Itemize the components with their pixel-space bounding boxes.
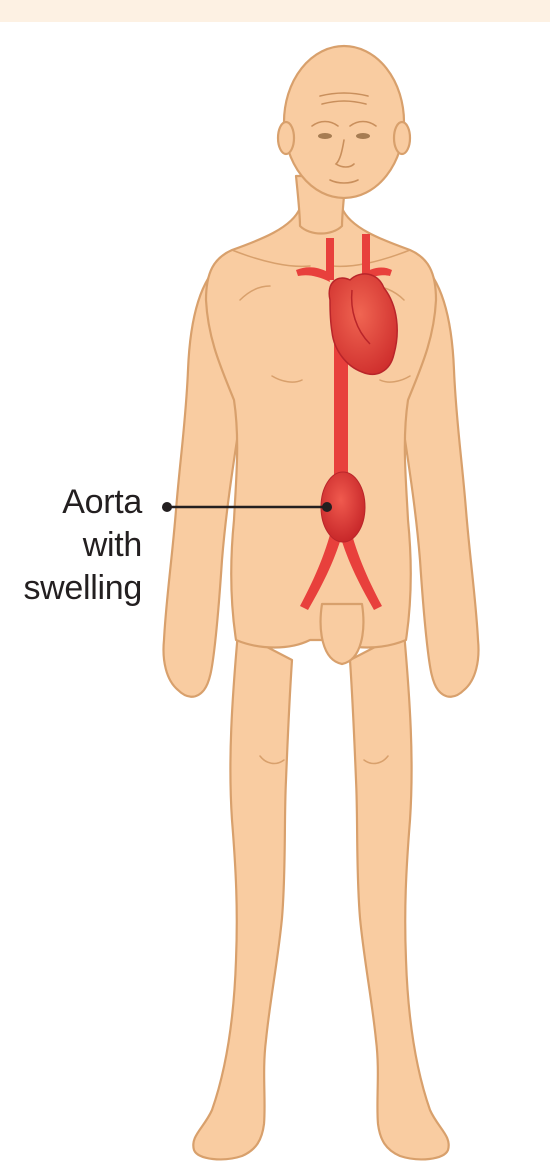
- body-silhouette: [164, 46, 479, 1159]
- label-line-3: swelling: [0, 567, 142, 610]
- head: [284, 46, 404, 198]
- label-line-1: Aorta: [0, 481, 142, 524]
- aorta-label: Aorta with swelling: [0, 481, 142, 610]
- right-leg: [350, 632, 449, 1159]
- right-ear: [394, 122, 410, 154]
- groin: [321, 604, 364, 664]
- label-line-2: with: [0, 524, 142, 567]
- left-ear: [278, 122, 294, 154]
- leader-dot-right: [322, 502, 332, 512]
- leader-dot-left: [162, 502, 172, 512]
- left-leg: [193, 632, 292, 1159]
